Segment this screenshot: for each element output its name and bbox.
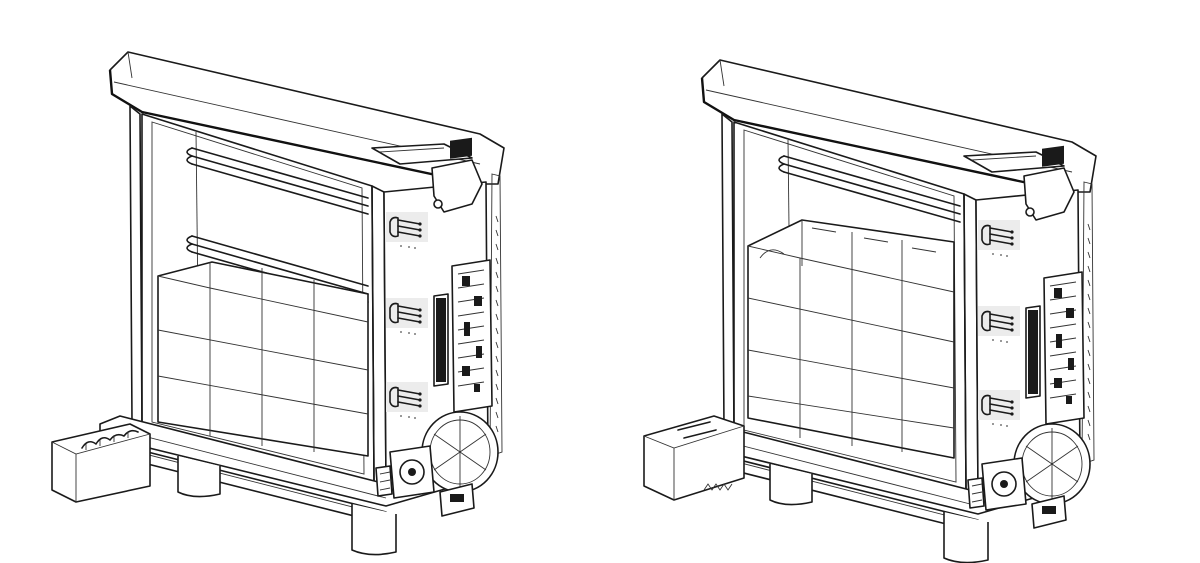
left-panel (98, 50, 506, 556)
left-box-stack (157, 261, 369, 457)
right-panel (690, 58, 1098, 563)
right-loose-box (643, 415, 745, 501)
left-rail-set-upper (186, 147, 369, 215)
right-box-stack (747, 219, 955, 459)
left-loose-box (51, 423, 151, 503)
right-rail-set (778, 155, 961, 223)
